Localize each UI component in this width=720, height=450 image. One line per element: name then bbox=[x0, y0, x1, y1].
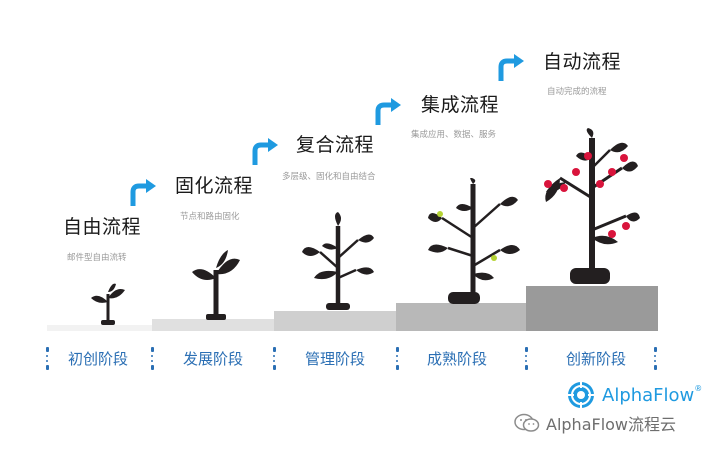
phase-separator-4 bbox=[396, 347, 399, 370]
step-platform-4 bbox=[396, 303, 526, 331]
young-tree-icon bbox=[302, 212, 374, 310]
phase-label-4: 成熟阶段 bbox=[427, 350, 488, 368]
sprout-icon bbox=[91, 283, 125, 325]
stage-subtitle-1: 邮件型自由流转 bbox=[67, 253, 127, 263]
phase-label-2: 发展阶段 bbox=[183, 350, 244, 368]
phase-separator-3 bbox=[273, 347, 276, 370]
phase-separator-2 bbox=[151, 347, 154, 370]
stage-subtitle-5: 自动完成的流程 bbox=[547, 87, 607, 97]
step-platform-3 bbox=[274, 311, 396, 331]
watermark-text: AlphaFlow流程云 bbox=[546, 415, 677, 434]
registered-mark: ® bbox=[694, 384, 703, 393]
stage-title-1: 自由流程 bbox=[63, 216, 142, 238]
arrow-icon-3 bbox=[375, 98, 401, 125]
alphaflow-logo-icon bbox=[568, 382, 594, 408]
step-platform-2 bbox=[152, 319, 274, 331]
arrow-icon-1 bbox=[130, 179, 156, 206]
brand-logo: AlphaFlow ® bbox=[566, 380, 702, 410]
step-platform-1 bbox=[47, 325, 152, 331]
stage-subtitle-4: 集成应用、数据、服务 bbox=[411, 130, 497, 140]
phase-separator-5 bbox=[525, 347, 528, 370]
arrow-icon-4 bbox=[498, 54, 524, 81]
stage-subtitle-2: 节点和路由固化 bbox=[180, 212, 240, 222]
phase-label-5: 创新阶段 bbox=[566, 350, 627, 368]
phase-label-1: 初创阶段 bbox=[68, 350, 129, 368]
stage-subtitle-3: 多层级、固化和自由结合 bbox=[282, 172, 376, 182]
budding-tree-icon bbox=[428, 178, 520, 304]
seedling-icon bbox=[192, 250, 240, 320]
phase-label-3: 管理阶段 bbox=[305, 350, 366, 368]
phase-separator-6 bbox=[654, 347, 657, 370]
stage-title-4: 集成流程 bbox=[421, 94, 500, 116]
step-platform-5 bbox=[526, 286, 658, 331]
phase-separator-1 bbox=[46, 347, 49, 370]
watermark: AlphaFlow流程云 bbox=[514, 411, 676, 435]
brand-name: AlphaFlow bbox=[602, 384, 695, 406]
stage-title-5: 自动流程 bbox=[543, 51, 622, 73]
stage-title-2: 固化流程 bbox=[175, 175, 254, 197]
stage-title-3: 复合流程 bbox=[296, 134, 375, 156]
fruit-tree-icon bbox=[544, 128, 640, 284]
wechat-icon bbox=[514, 413, 540, 432]
arrow-icon-2 bbox=[252, 138, 278, 165]
